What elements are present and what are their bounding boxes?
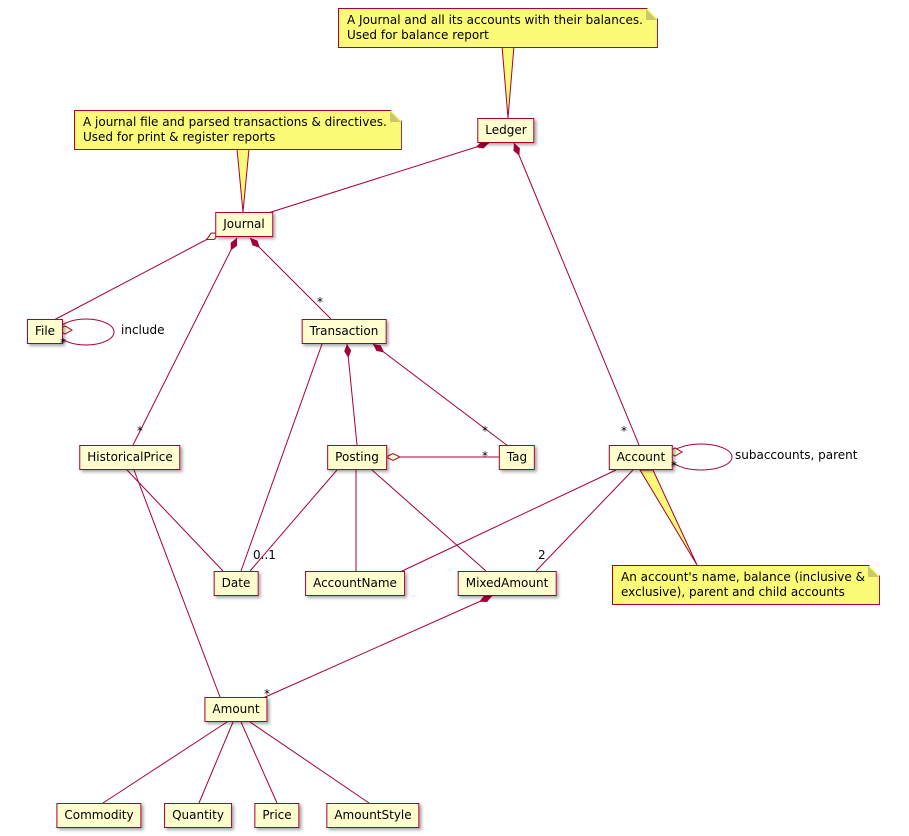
label-account-loop: subaccounts, parent <box>735 448 858 462</box>
class-mixedamount: MixedAmount <box>457 571 557 596</box>
edge-account-mixedamount <box>535 469 634 572</box>
note-connector-account <box>639 469 698 566</box>
edge-amount-price <box>240 721 278 804</box>
edge-account-selfloop <box>669 443 733 471</box>
edge-transaction-tag <box>372 343 509 447</box>
label-file-loop-mult: * <box>60 336 66 350</box>
class-amount: Amount <box>204 697 268 722</box>
class-file: File <box>26 319 64 344</box>
class-commodity: Commodity <box>56 803 142 828</box>
label-account-mixedamount-mult: 2 <box>538 548 546 562</box>
label-mixedamount-amount-mult: * <box>264 687 270 701</box>
class-amountstyle: AmountStyle <box>326 803 420 828</box>
label-journal-transaction-mult: * <box>317 295 323 309</box>
class-date: Date <box>213 571 259 596</box>
class-account: Account <box>608 445 674 470</box>
label-posting-date-mult: 0..1 <box>253 548 276 562</box>
label-transaction-tag-mult: * <box>482 424 488 438</box>
edge-posting-date <box>249 469 338 572</box>
label-journal-historicalprice-mult: * <box>137 424 143 438</box>
edge-posting-mixedamount <box>371 469 487 572</box>
edge-amount-amountstyle <box>249 721 370 804</box>
edge-mixedamount-amount <box>262 595 493 699</box>
edge-ledger-journal <box>264 141 490 215</box>
edge-amount-commodity <box>102 721 228 804</box>
note-connector-journal <box>236 148 250 213</box>
edge-account-accountname <box>399 469 617 573</box>
label-ledger-account-mult: * <box>621 424 627 438</box>
class-ledger: Ledger <box>477 118 535 143</box>
note-journal: A journal file and parsed transactions &… <box>74 110 402 150</box>
note-connector-ledger <box>501 45 515 119</box>
edge-transaction-date <box>240 343 323 572</box>
edge-journal-transaction <box>249 237 332 320</box>
label-account-loop-mult: * <box>671 459 677 473</box>
edge-journal-historicalprice <box>132 237 238 446</box>
class-posting: Posting <box>327 445 387 470</box>
note-ledger: A Journal and all its accounts with thei… <box>338 8 658 48</box>
edge-historicalprice-amount <box>133 469 221 698</box>
class-transaction: Transaction <box>301 319 387 344</box>
class-historicalprice: HistoricalPrice <box>79 445 181 470</box>
note-account: An account's name, balance (inclusive & … <box>612 565 880 605</box>
class-price: Price <box>254 803 300 828</box>
edge-amount-quantity <box>198 721 234 804</box>
edge-transaction-posting <box>344 343 358 446</box>
edge-historicalprice-date <box>126 469 224 572</box>
class-quantity: Quantity <box>164 803 232 828</box>
edge-journal-file <box>53 233 219 321</box>
class-accountname: AccountName <box>305 571 405 596</box>
class-tag: Tag <box>498 445 536 470</box>
label-posting-tag-mult: * <box>482 449 488 463</box>
class-journal: Journal <box>215 212 273 237</box>
edge-ledger-account <box>513 142 640 446</box>
label-file-loop-include: include <box>121 323 165 337</box>
